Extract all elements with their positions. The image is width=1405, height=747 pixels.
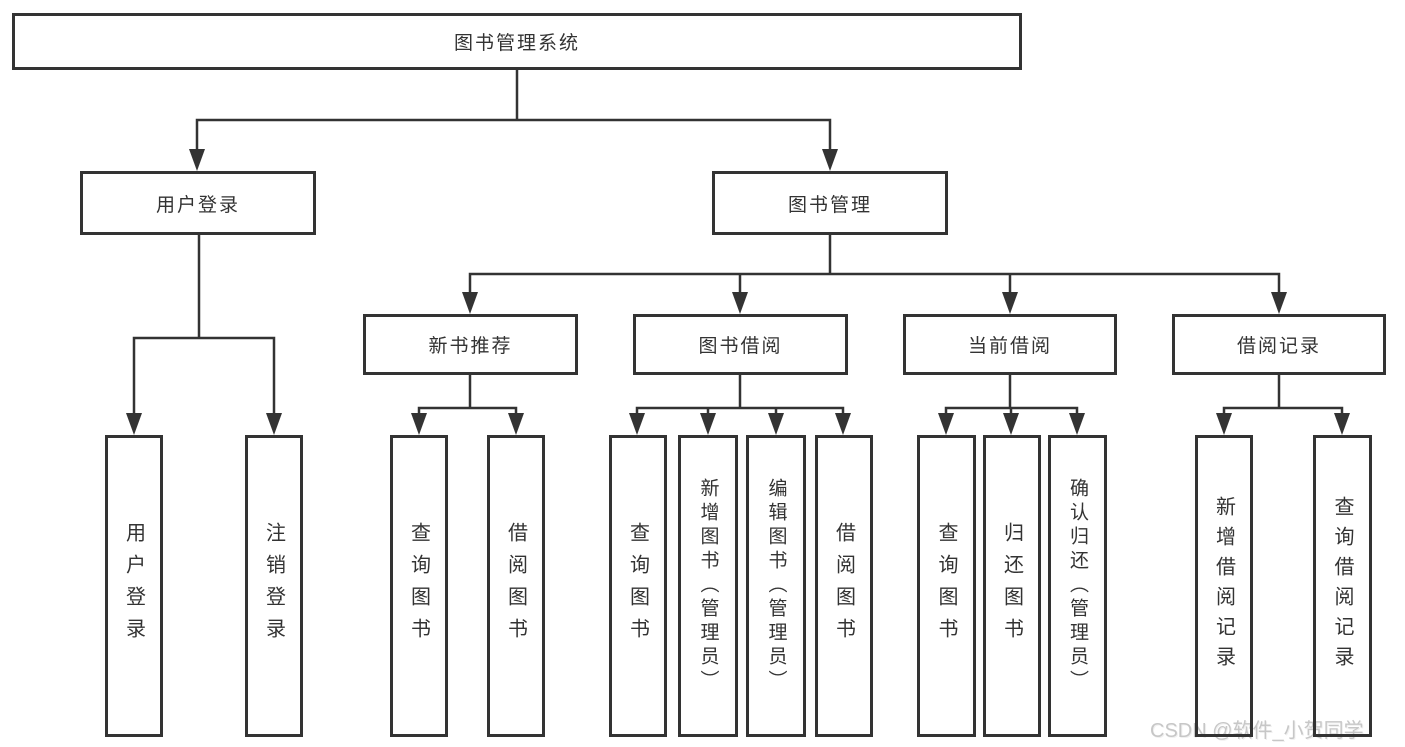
leaf-query-books-borrowing: 查询图书	[609, 435, 667, 737]
node-current-borrowing-label: 当前借阅	[967, 336, 1052, 357]
leaf-borrow-books: 借阅图书	[815, 435, 873, 737]
leaf-confirm-return-admin-label: 确认归还（管理员）	[1067, 478, 1088, 694]
leaf-user-login: 用户登录	[105, 435, 163, 737]
leaf-confirm-return-admin: 确认归还（管理员）	[1048, 435, 1107, 737]
leaf-add-borrow-record: 新增借阅记录	[1195, 435, 1253, 737]
leaf-return-books: 归还图书	[983, 435, 1041, 737]
leaf-user-login-label: 用户登录	[122, 522, 145, 650]
node-book-borrowing: 图书借阅	[633, 314, 848, 375]
leaf-logout-label: 注销登录	[262, 522, 285, 650]
node-book-management: 图书管理	[712, 171, 948, 235]
leaf-query-books-recommend-label: 查询图书	[407, 522, 430, 650]
node-borrowing-records-label: 借阅记录	[1236, 336, 1321, 357]
leaf-query-borrow-record-label: 查询借阅记录	[1331, 496, 1353, 676]
leaf-borrow-books-recommend: 借阅图书	[487, 435, 545, 737]
node-user-login-label: 用户登录	[155, 194, 240, 216]
leaf-borrow-books-recommend-label: 借阅图书	[504, 522, 527, 650]
leaf-query-books-current-label: 查询图书	[935, 522, 957, 650]
leaf-logout: 注销登录	[245, 435, 303, 737]
leaf-add-books-admin: 新增图书（管理员）	[678, 435, 738, 737]
leaf-return-books-label: 归还图书	[1000, 522, 1023, 650]
node-new-book-recommend-label: 新书推荐	[428, 336, 513, 357]
leaf-query-books-recommend: 查询图书	[390, 435, 448, 737]
leaf-edit-books-admin-label: 编辑图书（管理员）	[765, 478, 787, 694]
leaf-borrow-books-label: 借阅图书	[832, 522, 855, 650]
node-user-login: 用户登录	[80, 171, 316, 235]
leaf-query-borrow-record: 查询借阅记录	[1313, 435, 1372, 737]
leaf-edit-books-admin: 编辑图书（管理员）	[746, 435, 806, 737]
node-new-book-recommend: 新书推荐	[363, 314, 578, 375]
leaf-add-borrow-record-label: 新增借阅记录	[1212, 496, 1235, 676]
leaf-query-books-current: 查询图书	[917, 435, 976, 737]
node-borrowing-records: 借阅记录	[1172, 314, 1386, 375]
node-book-management-label: 图书管理	[787, 194, 872, 216]
node-current-borrowing: 当前借阅	[903, 314, 1117, 375]
leaf-add-books-admin-label: 新增图书（管理员）	[697, 478, 719, 694]
leaf-query-books-borrowing-label: 查询图书	[626, 522, 649, 650]
node-root-system: 图书管理系统	[12, 13, 1022, 70]
node-root-label: 图书管理系统	[453, 33, 580, 54]
arrowheads	[126, 149, 1350, 435]
node-book-borrowing-label: 图书借阅	[698, 336, 783, 357]
